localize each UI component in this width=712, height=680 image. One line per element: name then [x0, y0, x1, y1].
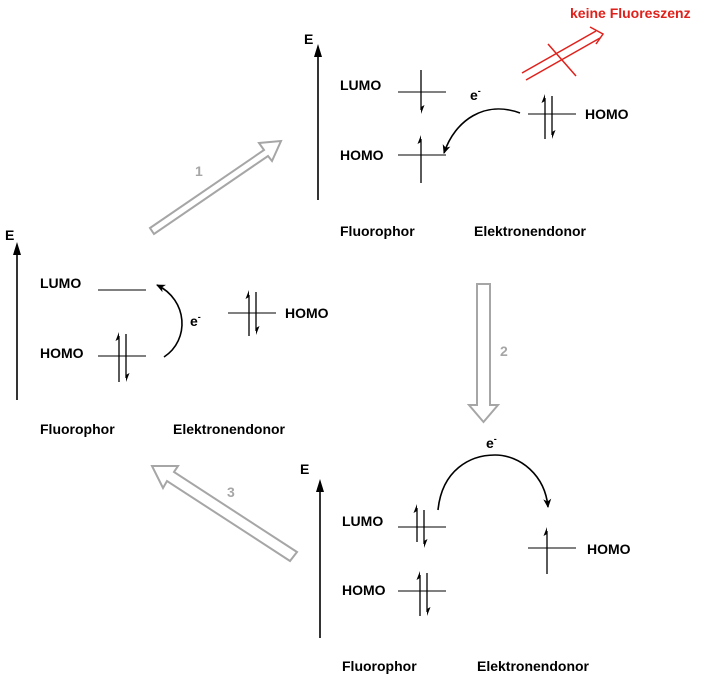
donor-name: Elektronendonor — [173, 421, 286, 437]
electron-label: e- — [470, 86, 481, 103]
fluorophore-lumo-electron-pair — [413, 504, 428, 548]
energy-axis-arrowhead — [316, 479, 324, 492]
fluorophore-homo-electron-pair — [416, 571, 431, 616]
process-arrow-1: 1 — [148, 139, 283, 236]
fluorophore-name: Fluorophor — [342, 658, 417, 674]
process-arrow-2: 2 — [466, 283, 508, 424]
lumo-label: LUMO — [342, 513, 383, 529]
fluorophore-name: Fluorophor — [40, 421, 115, 437]
ground-state-panel: E LUMO HOMO e- HOMO Fluorophor Elektrone… — [5, 227, 329, 437]
step-1-label: 1 — [195, 163, 203, 179]
donor-name: Elektronendonor — [474, 223, 587, 239]
energy-axis-label: E — [5, 227, 14, 243]
donor-homo-electron-pair — [541, 94, 556, 139]
electron-transfer-curve — [442, 108, 521, 154]
energy-axis-arrowhead — [13, 242, 21, 255]
step-2-label: 2 — [500, 343, 508, 359]
cross-out-mark — [547, 43, 577, 77]
electron-label: e- — [486, 434, 497, 451]
homo-label: HOMO — [340, 147, 384, 163]
energy-axis-arrowhead — [314, 44, 322, 57]
donor-homo-electron-up — [543, 527, 548, 574]
lumo-label: LUMO — [40, 275, 81, 291]
lumo-label: LUMO — [340, 77, 381, 93]
donor-homo-electron-pair — [245, 290, 260, 336]
donor-homo-label: HOMO — [585, 106, 629, 122]
fluorophore-name: Fluorophor — [340, 223, 415, 239]
homo-label: HOMO — [342, 582, 386, 598]
blocked-fluorescence-arrow — [521, 26, 605, 81]
excited-state-panel: E LUMO HOMO e- HOMO keine Fluor — [304, 5, 691, 239]
fluorophore-homo-electron-pair — [115, 332, 130, 382]
donor-name: Elektronendonor — [477, 658, 590, 674]
step-3-label: 3 — [227, 484, 235, 500]
donor-homo-label: HOMO — [587, 541, 631, 557]
process-arrow-3: 3 — [150, 465, 299, 563]
charge-transfer-panel: E LUMO HOMO e- HOMO Fluorophor Elektrone… — [300, 434, 631, 674]
homo-label: HOMO — [40, 345, 84, 361]
fluorophore-lumo-electron-down — [420, 70, 425, 114]
no-fluorescence-label: keine Fluoreszenz — [570, 5, 691, 21]
energy-axis-label: E — [304, 31, 313, 47]
electron-label: e- — [190, 312, 201, 329]
fluorophore-homo-electron-up — [417, 135, 422, 183]
electron-transfer-curve — [437, 454, 552, 511]
electron-transfer-curve — [156, 284, 183, 358]
donor-homo-label: HOMO — [285, 305, 329, 321]
energy-axis-label: E — [300, 461, 309, 477]
